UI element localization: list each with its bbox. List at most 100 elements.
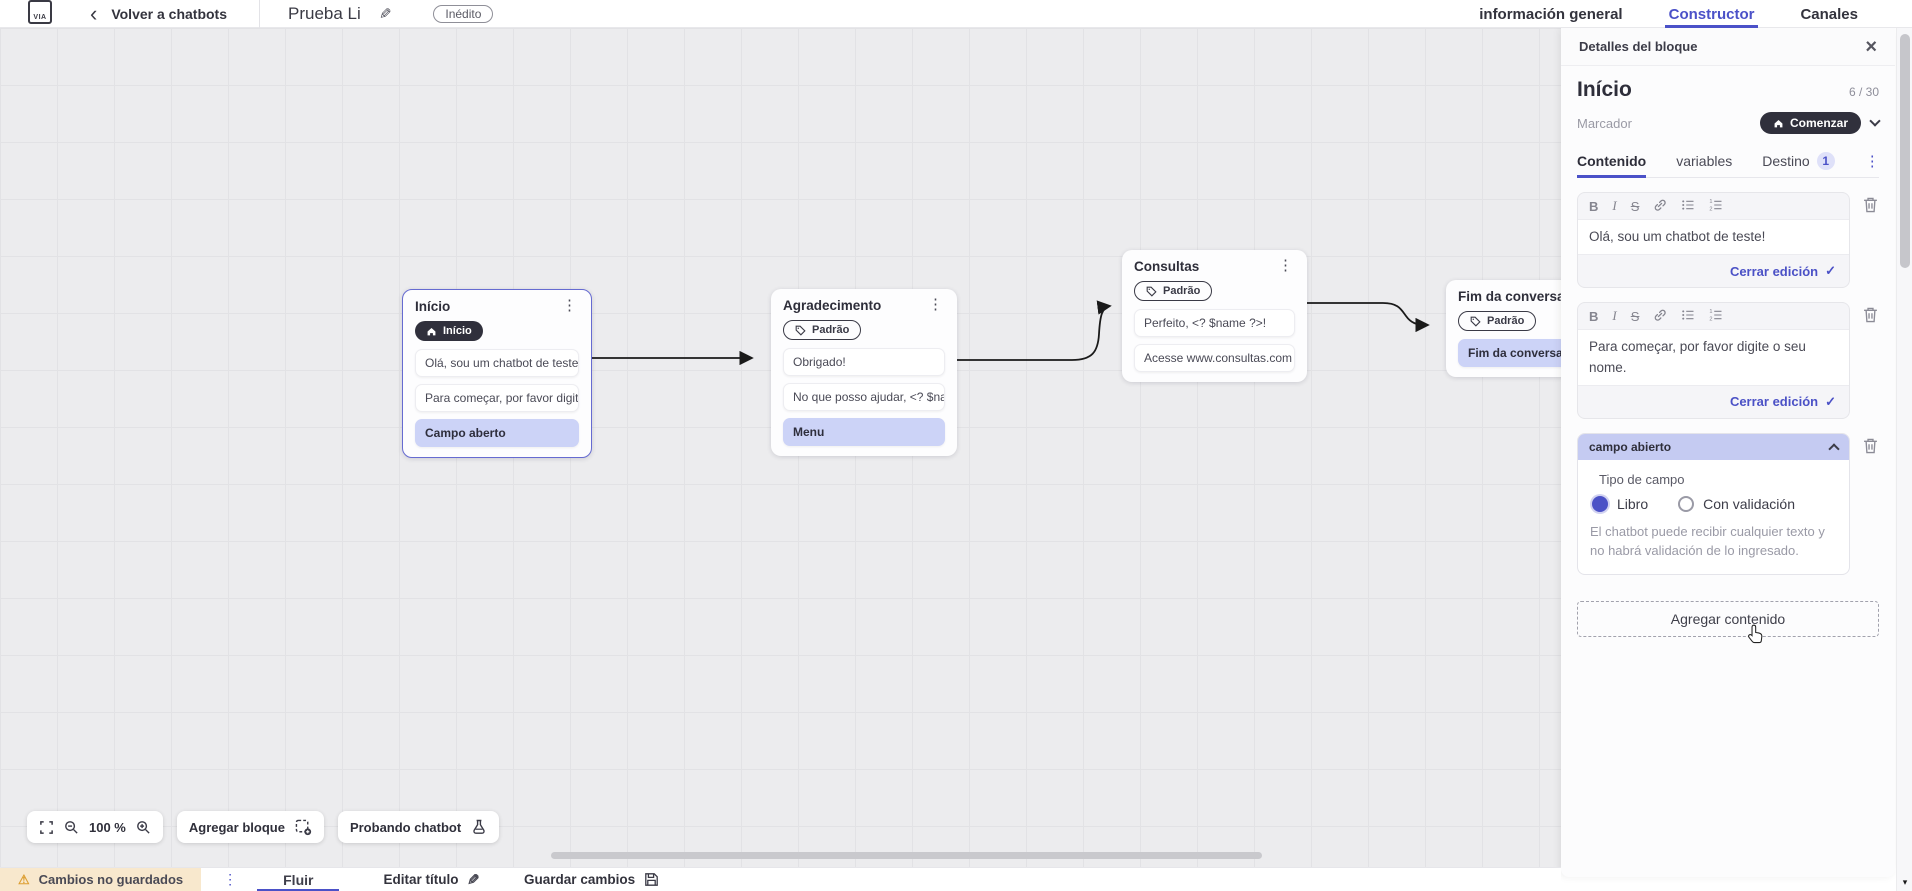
svg-text:1: 1 <box>1710 309 1713 315</box>
block-inicio[interactable]: Início ⋮ Início Olá, sou um chatbot de t… <box>402 289 592 458</box>
message-text-input[interactable]: Para começar, por favor digite o seu nom… <box>1578 329 1849 386</box>
block-menu-item[interactable]: Menu <box>783 417 945 446</box>
block-agradecimento[interactable]: Agradecimento ⋮ Padrão Obrigado! No que … <box>771 289 957 456</box>
italic-icon[interactable]: I <box>1612 308 1617 324</box>
bullet-list-icon[interactable] <box>1681 308 1695 325</box>
zoom-out-icon[interactable] <box>64 820 79 835</box>
check-icon: ✓ <box>1825 393 1836 409</box>
tab-canales[interactable]: Canales <box>1800 5 1858 23</box>
flask-icon <box>471 819 487 835</box>
radio-option-con-validacion[interactable]: Con validación <box>1678 495 1795 512</box>
radio-unselected-icon <box>1678 495 1695 512</box>
test-chatbot-label: Probando chatbot <box>349 819 462 835</box>
delete-content-icon[interactable] <box>1862 437 1879 460</box>
fit-view-icon[interactable] <box>39 820 54 835</box>
edit-title-button[interactable]: Editar título ✎ <box>383 871 481 889</box>
char-counter: 6 / 30 <box>1848 85 1879 99</box>
close-edit-button[interactable]: Cerrar edición ✓ <box>1729 393 1836 410</box>
italic-icon[interactable]: I <box>1612 198 1617 213</box>
flow-menu-icon[interactable]: ⋮ <box>223 871 238 887</box>
message-text-input[interactable]: Olá, sou um chatbot de teste! <box>1578 219 1849 256</box>
block-content-item[interactable]: Acesse www.consultas.com par... <box>1134 343 1295 372</box>
divider <box>259 0 260 28</box>
svg-text:2: 2 <box>1710 206 1713 211</box>
marker-value-dropdown[interactable]: Comenzar <box>1759 112 1861 134</box>
add-block-button[interactable]: Agregar bloque <box>176 811 324 843</box>
hand-cursor-icon <box>1746 624 1765 647</box>
back-to-chatbots-button[interactable]: ‹ Volver a chatbots <box>90 2 227 24</box>
block-open-field-item[interactable]: Campo aberto <box>415 418 579 447</box>
block-name-field[interactable]: Início <box>1577 78 1632 101</box>
open-field-header[interactable]: campo abierto <box>1578 433 1849 460</box>
block-end-item[interactable]: Fim da conversa <box>1458 338 1561 367</box>
delete-content-icon[interactable] <box>1862 306 1879 329</box>
block-content-item[interactable]: No que posso ajudar, <? $name ... <box>783 382 945 411</box>
page-scrollbar: ▾ <box>1896 28 1912 891</box>
app-logo-icon: VIA <box>28 0 52 24</box>
scrollbar-thumb[interactable] <box>1900 34 1910 268</box>
link-icon[interactable] <box>1653 198 1667 215</box>
edit-title-pencil-icon[interactable]: ✎ <box>378 5 392 23</box>
chevron-up-icon <box>1828 443 1840 455</box>
tab-variables[interactable]: variables <box>1676 152 1733 169</box>
tab-informacion-general[interactable]: información general <box>1479 5 1623 23</box>
radio-selected-icon <box>1592 495 1608 512</box>
add-content-button[interactable]: Agregar contenido <box>1577 601 1879 644</box>
edge-agradecimento-consultas <box>957 300 1112 361</box>
chevron-down-icon[interactable] <box>1869 115 1881 127</box>
block-tag-padrao: Padrão <box>783 320 862 340</box>
canvas-horizontal-scrollbar[interactable] <box>551 852 1262 859</box>
tab-fluir[interactable]: Fluir <box>257 868 340 891</box>
block-menu-icon[interactable]: ⋮ <box>1278 257 1293 274</box>
delete-content-icon[interactable] <box>1862 196 1879 219</box>
block-tag-padrao: Padrão <box>1134 281 1213 301</box>
destino-count-badge: 1 <box>1816 151 1835 170</box>
edge-consultas-fim <box>1307 302 1430 333</box>
tab-constructor[interactable]: Constructor <box>1664 0 1759 28</box>
block-content-item[interactable]: Olá, sou um chatbot de teste! <box>415 348 579 377</box>
bottom-bar: ⚠ Cambios no guardados ⋮ Fluir Editar tí… <box>0 867 1561 891</box>
radio-option-libro[interactable]: Libro <box>1592 495 1648 512</box>
strikethrough-icon[interactable]: S <box>1630 308 1640 324</box>
back-label: Volver a chatbots <box>111 5 227 22</box>
tag-icon <box>795 325 806 336</box>
panel-title: Detalles del bloque <box>1579 39 1698 54</box>
close-icon[interactable]: × <box>1865 35 1877 58</box>
tag-icon <box>1470 316 1481 327</box>
bold-icon[interactable]: B <box>1589 308 1599 324</box>
strikethrough-icon[interactable]: S <box>1630 198 1640 214</box>
open-field-card: campo abierto Tipo de campo Libro <box>1577 432 1850 576</box>
block-content-item[interactable]: Para começar, por favor digite o ... <box>415 383 579 412</box>
block-consultas[interactable]: Consultas ⋮ Padrão Perfeito, <? $name ?>… <box>1122 250 1307 382</box>
flow-canvas[interactable]: Início ⋮ Início Olá, sou um chatbot de t… <box>0 28 1561 867</box>
block-menu-icon[interactable]: ⋮ <box>562 297 577 314</box>
top-bar: VIA ‹ Volver a chatbots Prueba Li ✎ Inéd… <box>0 0 1912 28</box>
panel-menu-icon[interactable]: ⋮ <box>1864 152 1880 170</box>
test-chatbot-button[interactable]: Probando chatbot <box>337 811 500 843</box>
bullet-list-icon[interactable] <box>1681 198 1695 215</box>
tab-contenido[interactable]: Contenido <box>1577 144 1647 178</box>
close-edit-button[interactable]: Cerrar edición ✓ <box>1729 263 1836 279</box>
save-changes-button[interactable]: Guardar cambios <box>524 872 659 887</box>
tab-destino[interactable]: Destino 1 <box>1762 144 1835 178</box>
block-content-item[interactable]: Obrigado! <box>783 347 945 376</box>
bold-icon[interactable]: B <box>1589 198 1599 214</box>
save-icon <box>644 872 659 887</box>
block-title: Agradecimento <box>783 298 882 313</box>
add-block-icon <box>295 819 312 836</box>
chatbot-title[interactable]: Prueba Li <box>288 3 361 23</box>
link-icon[interactable] <box>1653 308 1667 325</box>
svg-text:1: 1 <box>1710 199 1713 205</box>
block-fim-da-conversa[interactable]: Fim da conversa Padrão Fim da conversa <box>1446 280 1561 377</box>
zoom-in-icon[interactable] <box>136 820 151 835</box>
block-tag-padrao: Padrão <box>1458 311 1537 331</box>
block-content-item[interactable]: Perfeito, <? $name ?>! <box>1134 308 1295 337</box>
add-content-label: Agregar contenido <box>1670 611 1786 628</box>
scrollbar-down-arrow[interactable]: ▾ <box>1902 877 1908 887</box>
block-menu-icon[interactable]: ⋮ <box>928 296 943 313</box>
